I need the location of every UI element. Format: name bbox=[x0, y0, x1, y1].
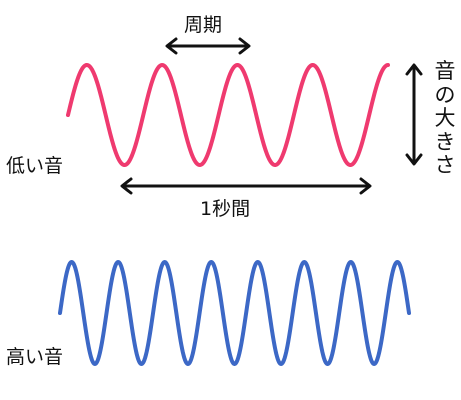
loudness-label: 音の大きさ bbox=[434, 59, 456, 178]
low-sound-wave bbox=[66, 63, 390, 167]
period-label: 周期 bbox=[184, 14, 223, 36]
period-arrow bbox=[165, 37, 251, 55]
high-sound-label: 高い音 bbox=[6, 346, 64, 368]
one-second-label: 1秒間 bbox=[200, 198, 251, 220]
one-second-arrow bbox=[120, 177, 372, 195]
loudness-arrow bbox=[405, 63, 423, 166]
low-sound-label: 低い音 bbox=[6, 155, 64, 177]
high-sound-wave bbox=[58, 260, 411, 366]
